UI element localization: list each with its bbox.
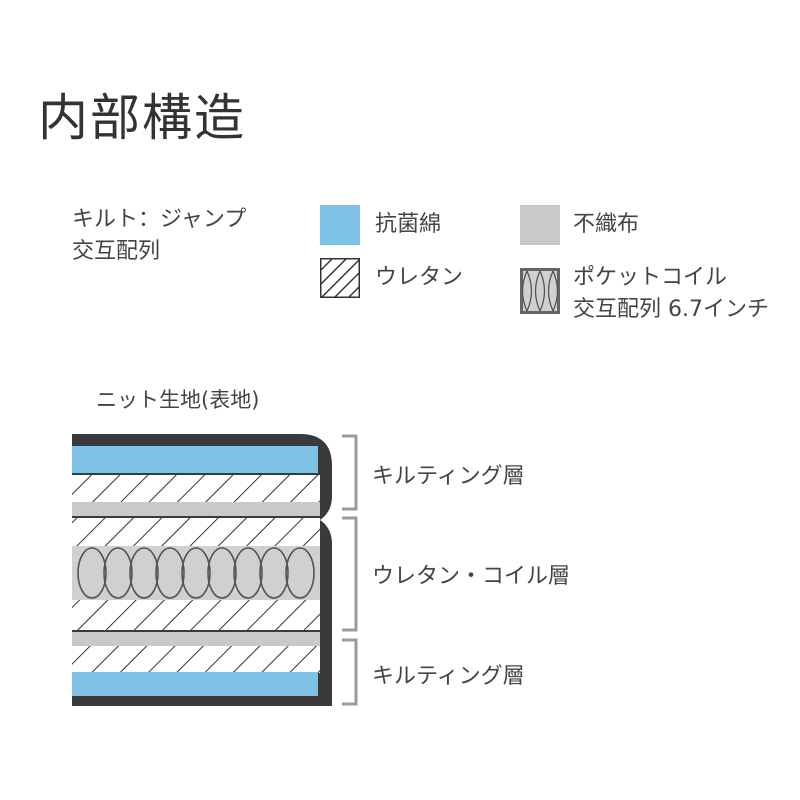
urethane-mid-lower-layer — [72, 600, 320, 630]
legend-nonwoven: 不織布 — [573, 212, 640, 237]
legend-pocket-coil-line2: 交互配列 6.7インチ — [573, 297, 769, 322]
page-title: 内部構造 — [38, 89, 246, 147]
pocket-coil-layer — [72, 546, 320, 600]
bracket-middle — [342, 516, 358, 632]
quilt-note-line1: キルト：ジャンプ — [72, 207, 247, 232]
urethane-mid-upper-layer — [72, 518, 320, 546]
knit-fabric-label: ニット生地(表地) — [96, 388, 260, 412]
nonwoven-swatch — [520, 205, 560, 245]
legend-antibacterial-cotton: 抗菌綿 — [375, 212, 442, 237]
nonwoven-top-layer — [72, 502, 320, 516]
bracket-top — [342, 434, 358, 511]
quilt-note-line2: 交互配列 — [72, 239, 161, 264]
urethane-bottom-layer — [72, 646, 320, 673]
antibacterial-cotton-top-layer — [72, 446, 318, 473]
diagonal-hatch-icon — [320, 258, 360, 298]
nonwoven-bottom-layer — [72, 632, 320, 646]
pocket-coil-icon — [520, 268, 560, 314]
pocket-coils — [77, 547, 315, 599]
antibacterial-cotton-bottom-layer — [72, 672, 318, 696]
layer-label-middle: ウレタン・コイル層 — [372, 564, 571, 589]
urethane-top-layer — [72, 475, 320, 505]
legend-pocket-coil-line1: ポケットコイル — [573, 265, 728, 290]
layer-label-bottom: キルティング層 — [372, 664, 525, 689]
bracket-bottom — [342, 638, 358, 706]
quilt-note: キルト：ジャンプ 交互配列 — [72, 204, 246, 268]
legend-urethane: ウレタン — [375, 265, 464, 290]
antibacterial-cotton-swatch — [320, 205, 360, 245]
layer-label-top: キルティング層 — [372, 464, 525, 489]
